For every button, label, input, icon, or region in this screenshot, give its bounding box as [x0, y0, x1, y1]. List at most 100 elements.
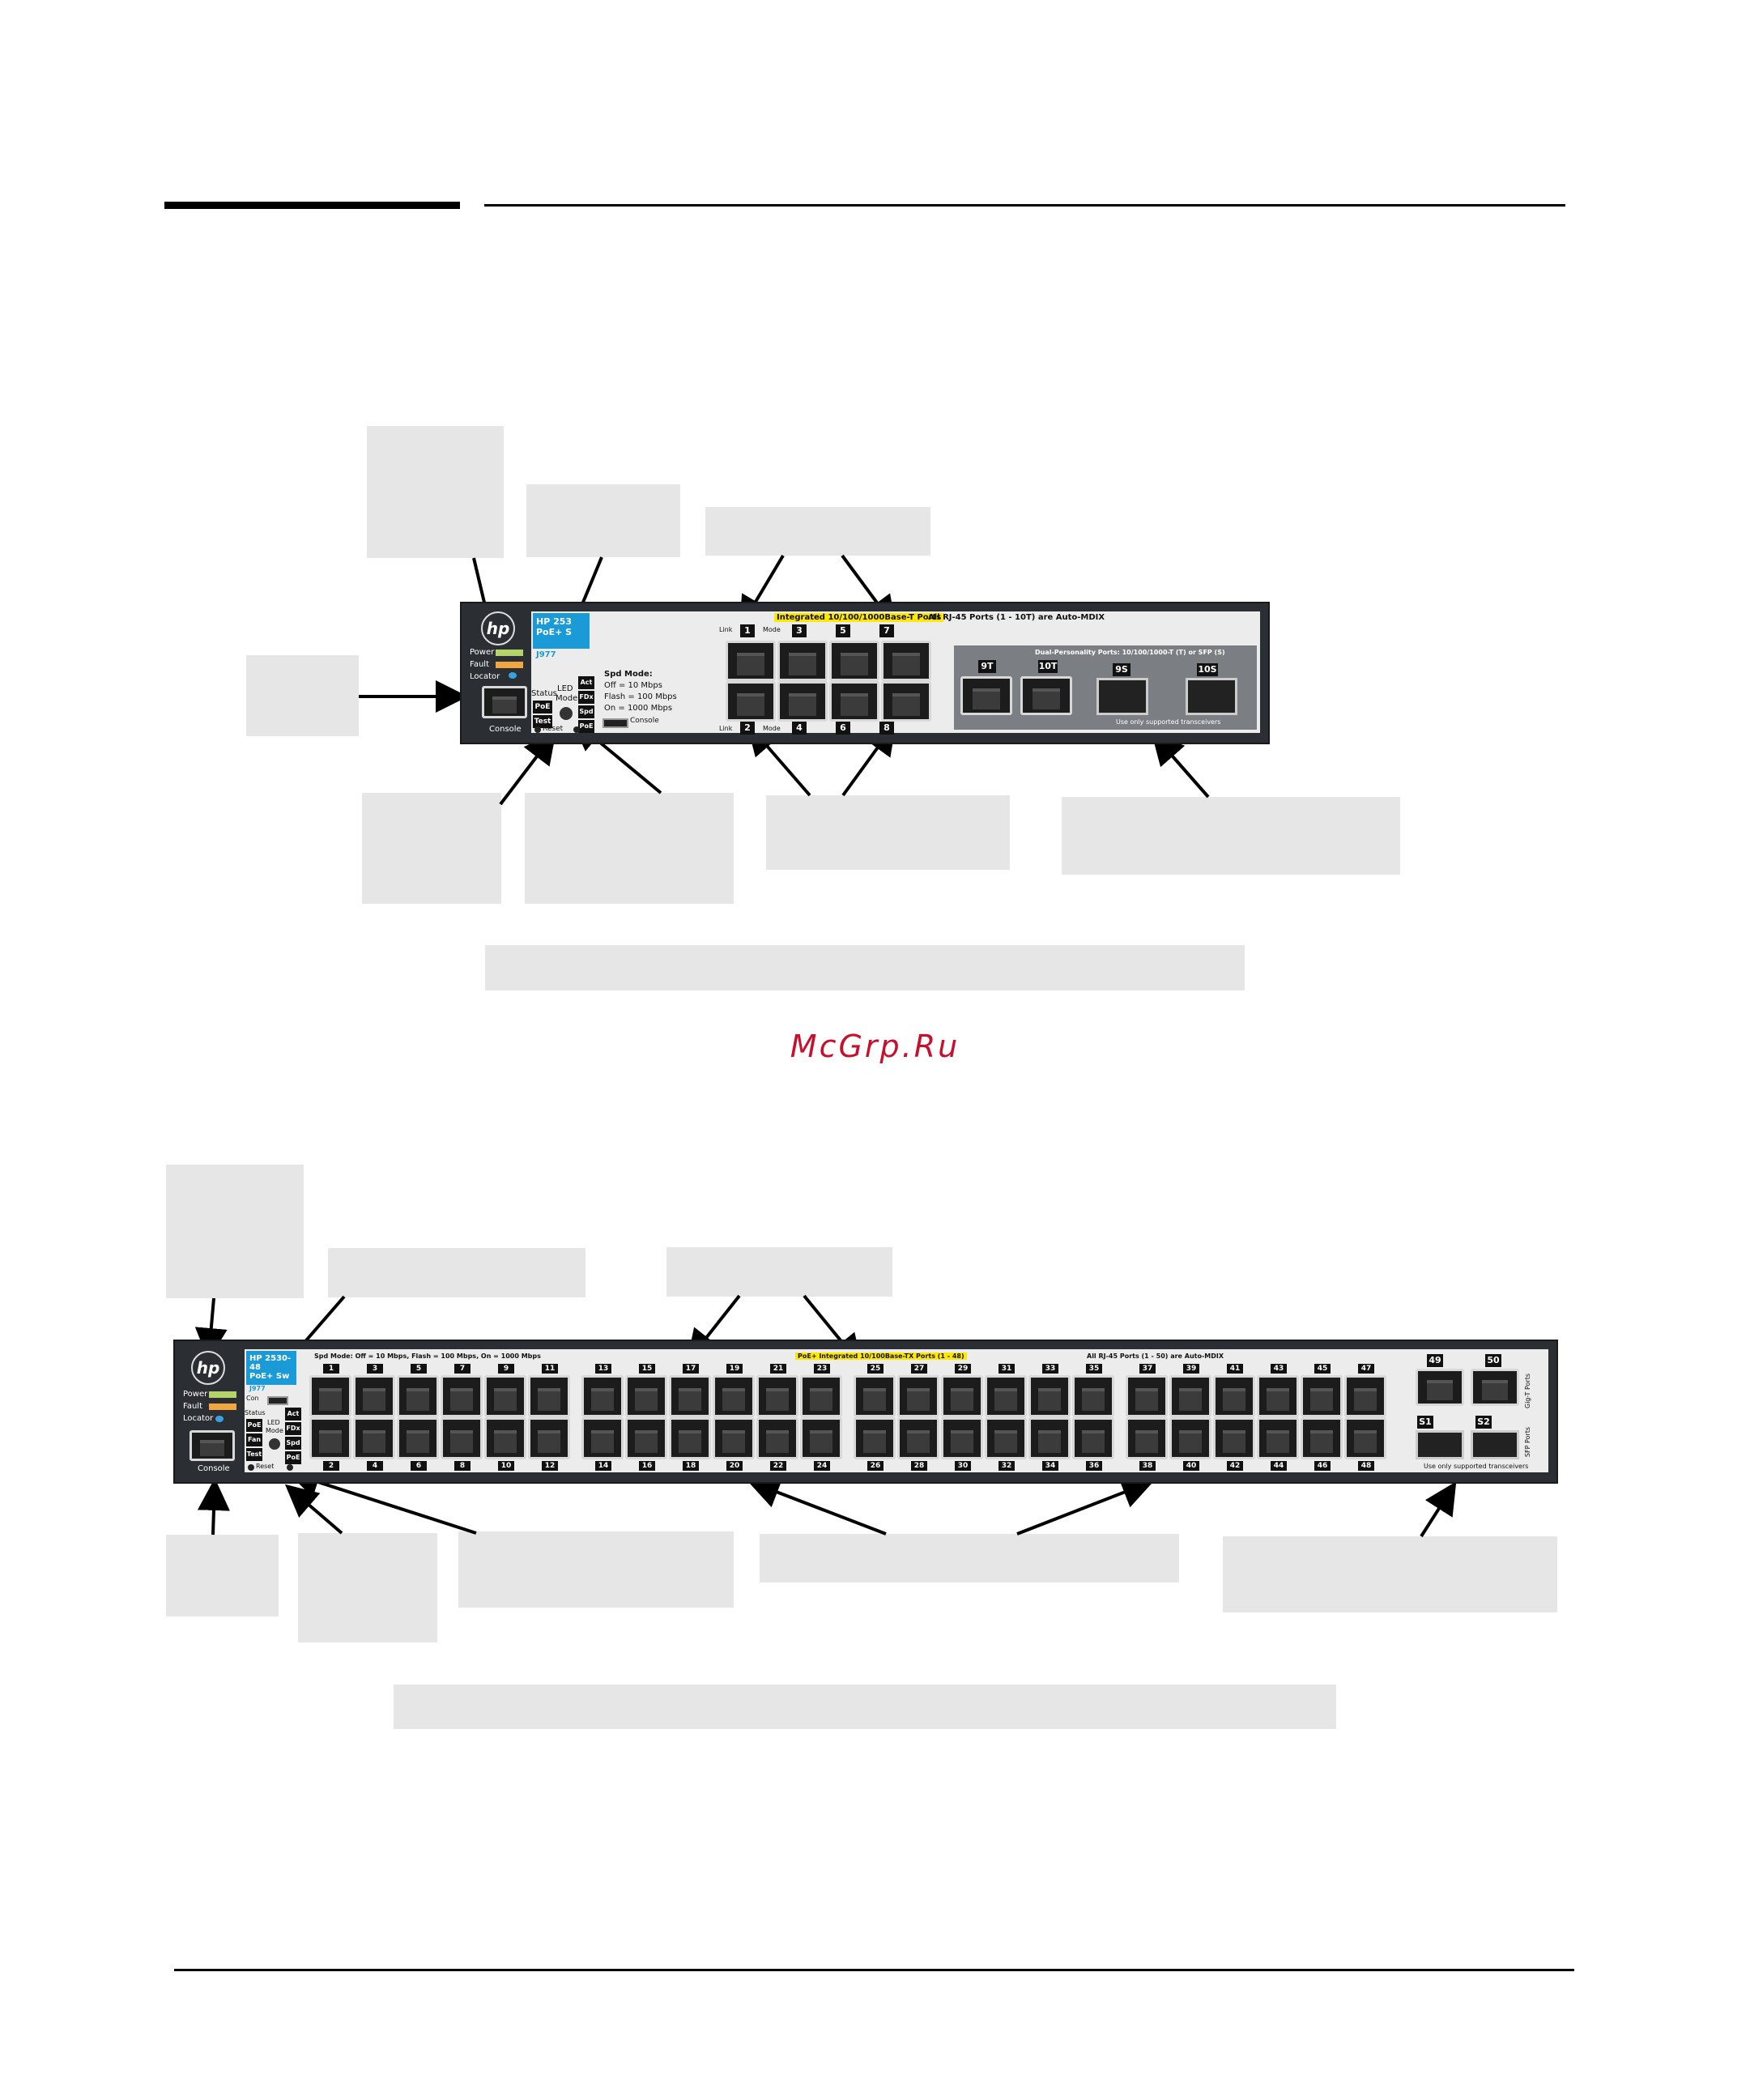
rj45-port-40[interactable] [1169, 1417, 1211, 1459]
dual-personality-title: Dual-Personality Ports: 10/100/1000-T (T… [1035, 649, 1225, 656]
rj45-port-32[interactable] [985, 1417, 1027, 1459]
rj45-port-9t[interactable] [960, 676, 1012, 715]
rj45-port-7[interactable] [881, 641, 931, 681]
rj45-port-2[interactable] [309, 1417, 351, 1459]
port-label-3: 3 [367, 1364, 383, 1374]
rj45-port-43[interactable] [1257, 1375, 1299, 1417]
rj45-port-13[interactable] [581, 1375, 624, 1417]
rj45-port-38[interactable] [1126, 1417, 1168, 1459]
sfp-port-9s[interactable] [1096, 678, 1148, 715]
rj45-port-18[interactable] [669, 1417, 711, 1459]
rj45-port-20[interactable] [713, 1417, 755, 1459]
port-label-8: 8 [454, 1461, 470, 1471]
port-label-29: 29 [955, 1364, 971, 1374]
sfp-port-10s[interactable] [1186, 678, 1237, 715]
console-label-2: Console [198, 1464, 230, 1473]
switch1-front-panel: HP 253 PoE+ S J977 Status PoE Test LED M… [531, 611, 1260, 735]
rj45-port-19[interactable] [713, 1375, 755, 1417]
rj45-port-3[interactable] [353, 1375, 395, 1417]
port-label-6: 6 [836, 722, 850, 735]
rj45-port-46[interactable] [1301, 1417, 1343, 1459]
rj45-port-23[interactable] [800, 1375, 842, 1417]
rj45-port-10t[interactable] [1020, 676, 1072, 715]
rj45-port-21[interactable] [756, 1375, 798, 1417]
port-label-26: 26 [867, 1461, 884, 1471]
rj45-port-27[interactable] [897, 1375, 939, 1417]
rj45-port-41[interactable] [1213, 1375, 1255, 1417]
sfp-port-s2[interactable] [1471, 1430, 1519, 1459]
callout-port-leds-2 [760, 1534, 1179, 1582]
rj45-port-6[interactable] [397, 1417, 439, 1459]
port-label-22: 22 [770, 1461, 786, 1471]
rj45-port-31[interactable] [985, 1375, 1027, 1417]
mode-label-bottom: Mode [763, 725, 781, 732]
rj45-port-4[interactable] [353, 1417, 395, 1459]
callout-leds [367, 426, 504, 558]
rj45-port-8[interactable] [441, 1417, 483, 1459]
model-line-2: PoE+ S [536, 627, 573, 637]
console-port-2[interactable] [189, 1430, 235, 1461]
rj45-port-29[interactable] [941, 1375, 983, 1417]
rj45-port-5[interactable] [397, 1375, 439, 1417]
rj45-port-28[interactable] [897, 1417, 939, 1459]
rj45-port-42[interactable] [1213, 1417, 1255, 1459]
rj45-port-33[interactable] [1028, 1375, 1071, 1417]
rj45-port-34[interactable] [1028, 1417, 1071, 1459]
port-label-10s: 10S [1197, 663, 1218, 676]
rj45-port-12[interactable] [528, 1417, 570, 1459]
port-label-38: 38 [1139, 1461, 1156, 1471]
rj45-port-7[interactable] [441, 1375, 483, 1417]
sfp-port-s1[interactable] [1416, 1430, 1464, 1459]
usb-console-port[interactable] [602, 718, 628, 728]
rj45-port-22[interactable] [756, 1417, 798, 1459]
port-label-9t: 9T [978, 660, 996, 673]
clear-button-2[interactable] [287, 1464, 293, 1471]
rj45-port-35[interactable] [1072, 1375, 1114, 1417]
switch2-front-panel: HP 2530-48 PoE+ Sw J977 Con Status PoE F… [245, 1349, 1548, 1472]
rj45-port-10[interactable] [484, 1417, 526, 1459]
port-label-2: 2 [323, 1461, 339, 1471]
led-mode-button-2[interactable] [269, 1438, 280, 1450]
rj45-port-1[interactable] [309, 1375, 351, 1417]
rj45-port-26[interactable] [854, 1417, 896, 1459]
rj45-port-25[interactable] [854, 1375, 896, 1417]
port-label-46: 46 [1314, 1461, 1331, 1471]
port-label-42: 42 [1227, 1461, 1243, 1471]
rj45-port-49[interactable] [1416, 1369, 1464, 1406]
rj45-port-16[interactable] [625, 1417, 667, 1459]
model-line-1: HP 253 [536, 616, 573, 627]
rj45-port-48[interactable] [1344, 1417, 1386, 1459]
usb-label-2: Con [246, 1395, 259, 1402]
console-port[interactable] [482, 686, 527, 718]
rj45-port-11[interactable] [528, 1375, 570, 1417]
usb-port-2[interactable] [267, 1396, 288, 1405]
rj45-port-24[interactable] [800, 1417, 842, 1459]
rj45-port-44[interactable] [1257, 1417, 1299, 1459]
rj45-port-14[interactable] [581, 1417, 624, 1459]
rj45-port-3[interactable] [777, 641, 828, 681]
rj45-port-37[interactable] [1126, 1375, 1168, 1417]
reset-button[interactable] [534, 726, 541, 733]
led-mode-button[interactable] [560, 707, 573, 720]
rj45-port-17[interactable] [669, 1375, 711, 1417]
rj45-port-47[interactable] [1344, 1375, 1386, 1417]
rj45-port-39[interactable] [1169, 1375, 1211, 1417]
spd-legend-off: Off = 10 Mbps [604, 681, 662, 690]
rj45-port-36[interactable] [1072, 1417, 1114, 1459]
rj45-port-6[interactable] [829, 681, 879, 722]
rj45-port-30[interactable] [941, 1417, 983, 1459]
clear-button[interactable] [573, 726, 580, 733]
rj45-port-4[interactable] [777, 681, 828, 722]
rj45-port-45[interactable] [1301, 1375, 1343, 1417]
rj45-port-15[interactable] [625, 1375, 667, 1417]
rj45-port-9[interactable] [484, 1375, 526, 1417]
reset-button-2[interactable] [248, 1464, 254, 1471]
rj45-port-5[interactable] [829, 641, 879, 681]
port-label-41: 41 [1227, 1364, 1243, 1374]
rj45-port-50[interactable] [1471, 1369, 1519, 1406]
port-label-4: 4 [367, 1461, 383, 1471]
rj45-port-8[interactable] [881, 681, 931, 722]
rj45-port-2[interactable] [726, 681, 776, 722]
mode-fdx-2: FDx [285, 1422, 301, 1435]
rj45-port-1[interactable] [726, 641, 776, 681]
